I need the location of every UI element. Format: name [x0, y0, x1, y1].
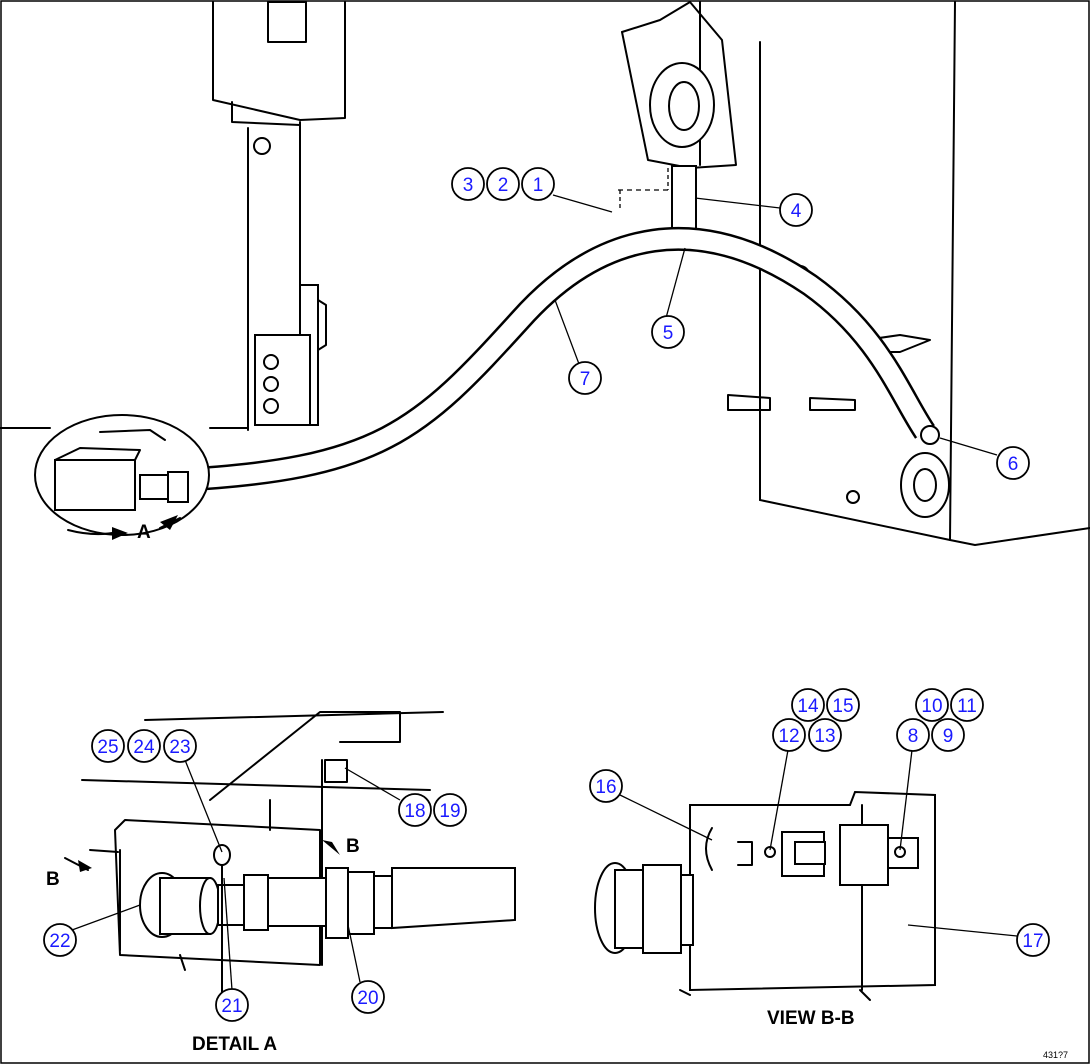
- callout-24-label: 24: [133, 737, 155, 758]
- callout-22-label: 22: [49, 931, 70, 952]
- callout-22: 22: [43, 923, 77, 957]
- machine-frame-left: [0, 1, 346, 431]
- view-b-label-left: B: [46, 869, 60, 890]
- callout-20: 20: [351, 980, 385, 1014]
- callout-14-label: 14: [797, 696, 819, 717]
- callout-11: 11: [950, 688, 984, 722]
- callout-5-label: 5: [663, 323, 674, 344]
- callout-23-label: 23: [169, 737, 190, 758]
- detail-a-title: DETAIL A: [192, 1034, 277, 1055]
- callout-13: 13: [808, 718, 842, 752]
- callout-6: 6: [996, 446, 1030, 480]
- callout-1: 1: [521, 167, 555, 201]
- callout-3-label: 3: [463, 175, 474, 196]
- callout-24: 24: [127, 729, 161, 763]
- view-a-arrow-left: [112, 527, 128, 540]
- callout-8-label: 8: [908, 726, 919, 747]
- callout-23: 23: [163, 729, 197, 763]
- callout-9-label: 9: [943, 726, 954, 747]
- view-a-label: A: [137, 522, 151, 543]
- callout-3: 3: [451, 167, 485, 201]
- callout-12-label: 12: [778, 726, 799, 747]
- detail-a-drawing: [64, 711, 516, 1001]
- view-bb-drawing: [594, 790, 936, 1001]
- view-a-arrow-right: [160, 515, 178, 530]
- callout-17-label: 17: [1022, 931, 1043, 952]
- view-b-arrow-right: [322, 840, 340, 855]
- callout-17: 17: [1016, 923, 1050, 957]
- callout-18-label: 18: [404, 801, 425, 822]
- detail-a-bubble: [34, 414, 210, 540]
- callout-11-label: 11: [957, 696, 977, 717]
- callout-19: 19: [433, 793, 467, 827]
- callout-19-label: 19: [439, 801, 460, 822]
- callout-16-label: 16: [595, 777, 616, 798]
- reference-number: 431?7: [1043, 1050, 1068, 1060]
- view-b-label-right: B: [346, 836, 360, 857]
- callout-2-label: 2: [498, 175, 509, 196]
- leader-lines: [71, 194, 1018, 991]
- callout-12: 12: [772, 718, 806, 752]
- view-bb-title: VIEW B-B: [767, 1008, 855, 1029]
- callout-10-label: 10: [921, 696, 942, 717]
- callout-8: 8: [896, 718, 930, 752]
- callout-5: 5: [651, 315, 685, 349]
- callout-25-label: 25: [97, 737, 118, 758]
- callout-25: 25: [91, 729, 125, 763]
- callout-6-label: 6: [1008, 454, 1019, 475]
- callout-13-label: 13: [814, 726, 835, 747]
- callout-2: 2: [486, 167, 520, 201]
- hose-assembly: [174, 226, 940, 492]
- callout-7: 7: [568, 361, 602, 395]
- callout-18: 18: [398, 793, 432, 827]
- callout-7-label: 7: [580, 369, 591, 390]
- callout-20-label: 20: [357, 988, 378, 1009]
- callout-15: 15: [826, 688, 860, 722]
- callout-15-label: 15: [832, 696, 853, 717]
- view-b-arrow-left: [78, 860, 92, 872]
- machine-frame-right: [621, 1, 1090, 546]
- callout-14: 14: [791, 688, 825, 722]
- callout-4: 4: [779, 193, 813, 227]
- callout-16: 16: [589, 769, 623, 803]
- callout-21: 21: [215, 988, 249, 1022]
- callout-9: 9: [931, 718, 965, 752]
- callout-10: 10: [915, 688, 949, 722]
- callout-1-label: 1: [533, 175, 544, 196]
- callout-21-label: 21: [221, 996, 242, 1017]
- callout-4-label: 4: [791, 201, 802, 222]
